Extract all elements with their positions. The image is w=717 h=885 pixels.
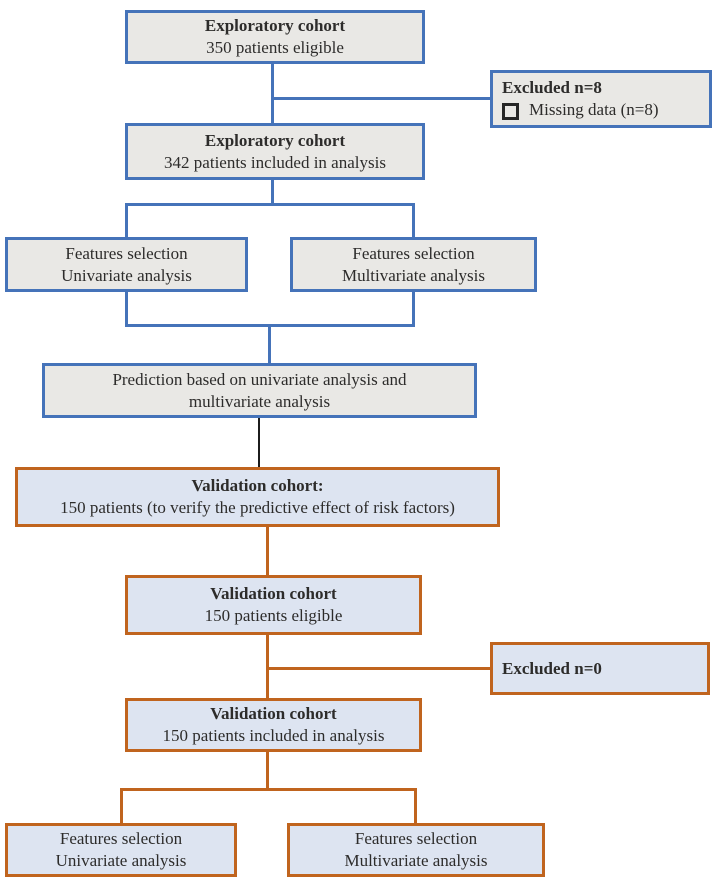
connector-branch-excluded-n8 (271, 97, 490, 100)
prediction-box: Prediction based on univariate analysis … (42, 363, 477, 418)
box-line1: Prediction based on univariate analysis … (112, 369, 407, 389)
validation-included-box: Validation cohort 150 patients included … (125, 698, 422, 752)
connector-split-bar (125, 203, 415, 206)
connector-included-to-split (271, 180, 274, 206)
box-title: Validation cohort (210, 584, 337, 603)
connector-eligible-to-included-v (266, 635, 269, 698)
box-detail: 150 patients eligible (204, 606, 343, 625)
exploratory-features-univariate-box: Features selection Univariate analysis (5, 237, 248, 292)
box-line1: Features selection (352, 243, 475, 263)
connector-merge-to-prediction (268, 327, 271, 363)
box-line2: Multivariate analysis (344, 851, 488, 870)
connector-overview-to-eligible (266, 527, 269, 575)
box-detail: 150 patients included in analysis (162, 726, 385, 745)
connector-split-left-validation (120, 791, 123, 823)
validation-overview-box: Validation cohort: 150 patients (to veri… (15, 467, 500, 527)
box-line2: Univariate analysis (61, 265, 192, 285)
validation-features-univariate-box: Features selection Univariate analysis (5, 823, 237, 877)
box-title: Excluded n=8 (502, 78, 602, 97)
connector-merge-right (412, 292, 415, 325)
box-title: Excluded n=0 (502, 658, 602, 678)
box-line1: Features selection (354, 829, 478, 848)
exploratory-included-box: Exploratory cohort 342 patients included… (125, 123, 425, 180)
connector-split-left (125, 206, 128, 237)
exploratory-features-multivariate-box: Features selection Multivariate analysis (290, 237, 537, 292)
excluded-reason-row: Missing data (n=8) (502, 99, 659, 121)
excluded-reason: Missing data (n=8) (529, 100, 659, 119)
validation-features-multivariate-box: Features selection Multivariate analysis (287, 823, 545, 877)
box-detail: 150 patients (to verify the predictive e… (60, 498, 455, 517)
connector-eligible-to-included (271, 64, 274, 123)
exploratory-eligible-box: Exploratory cohort 350 patients eligible (125, 10, 425, 64)
connector-merge-left (125, 292, 128, 325)
box-detail: 350 patients eligible (206, 38, 344, 57)
validation-excluded-box: Excluded n=0 (490, 642, 710, 695)
connector-prediction-to-validation (258, 418, 260, 467)
box-line1: Features selection (59, 829, 183, 848)
box-title: Validation cohort: (191, 476, 324, 495)
box-line2: Multivariate analysis (341, 265, 486, 285)
connector-split-right (412, 206, 415, 237)
box-detail: 342 patients included in analysis (164, 152, 386, 172)
connector-split-bar-validation (120, 788, 417, 791)
validation-eligible-box: Validation cohort 150 patients eligible (125, 575, 422, 635)
box-title: Validation cohort (210, 704, 337, 723)
box-title: Exploratory cohort (204, 16, 346, 35)
box-line2: Univariate analysis (55, 851, 187, 870)
box-title: Exploratory cohort (204, 130, 346, 150)
box-line2: multivariate analysis (188, 391, 331, 411)
connector-merge-bar (125, 324, 415, 327)
exploratory-excluded-box: Excluded n=8 Missing data (n=8) (490, 70, 712, 128)
connector-included-to-split-v (266, 752, 269, 788)
box-line1: Features selection (65, 243, 188, 263)
connector-split-right-validation (414, 791, 417, 823)
connector-branch-excluded-n0 (266, 667, 490, 670)
checkbox-icon (502, 102, 519, 120)
